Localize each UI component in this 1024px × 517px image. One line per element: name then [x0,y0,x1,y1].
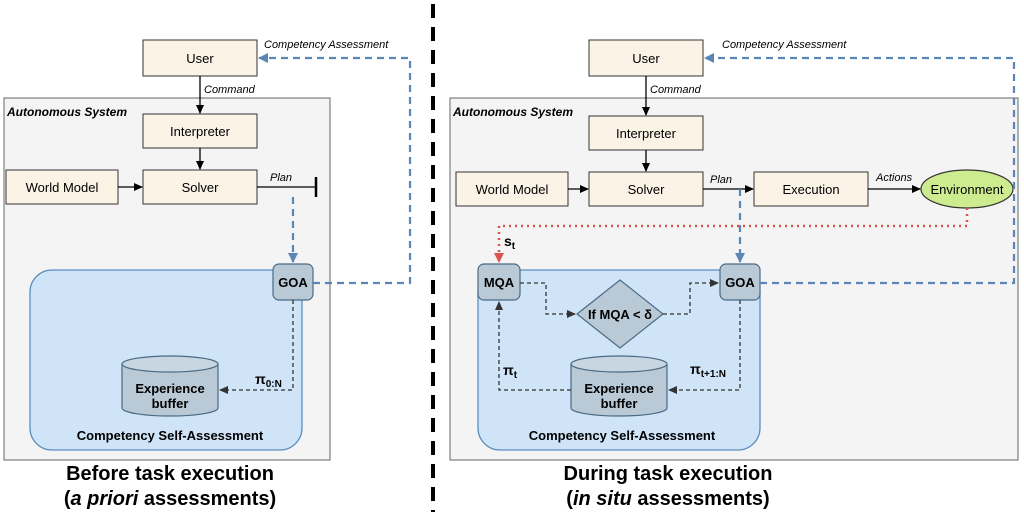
left-solver-label: Solver [182,180,220,195]
right-experience-label-1: Experience [584,381,653,396]
right-plan-label: Plan [710,174,732,186]
right-mqa-label: MQA [484,275,515,290]
right-decision-diamond [576,279,664,349]
right-experience-buffer: Experience buffer [570,355,668,417]
left-competency-assessment-label: Competency Assessment [264,39,389,51]
right-actions-label: Actions [875,172,913,184]
left-user-label: User [186,51,214,66]
left-solver-box [142,169,258,205]
right-system-title: Autonomous System [452,105,573,119]
right-environment-label: Environment [931,182,1004,197]
left-interpreter-label: Interpreter [170,124,231,139]
right-world-model-label: World Model [476,182,549,197]
left-competency-assessment-arrow [258,53,412,285]
right-solver-label: Solver [628,182,666,197]
left-interpreter-box [142,113,258,149]
right-csa-title: Competency Self-Assessment [529,428,716,443]
right-pi-t-label: πt [503,362,518,381]
left-experience-buffer: Experience buffer [121,355,219,417]
right-interpreter-box [588,115,704,151]
right-mqa-node [477,263,521,301]
right-buffer-to-mqa-arrow [495,301,571,391]
left-csa-title: Competency Self-Assessment [77,428,264,443]
left-experience-label-2: buffer [152,396,189,411]
right-solver-box [588,171,704,207]
right-competency-assessment-arrow [704,53,1016,285]
left-goa-label: GOA [278,275,308,290]
right-state-label: st [504,233,516,252]
right-execution-label: Execution [782,182,839,197]
left-panel: Autonomous System User Interpreter World… [3,39,412,510]
left-system-title: Autonomous System [6,105,127,119]
right-mqa-to-decision-arrow [520,282,576,318]
right-goa-to-buffer-arrow [668,300,741,394]
right-caption-line2: (in situ assessments) [566,488,769,510]
left-plan-label: Plan [270,172,292,184]
left-user-box [142,39,258,77]
right-decision-to-goa-arrow [663,279,719,315]
right-state-arrow [494,208,969,263]
right-decision-label: If MQA < δ [588,307,652,322]
left-caption-line1: Before task execution [66,463,274,485]
right-panel: Autonomous System User Interpreter World… [449,39,1019,510]
left-pi-label: π0:N [255,371,282,390]
right-goa-label: GOA [725,275,755,290]
right-pi-t1-label: πt+1:N [690,361,726,380]
right-user-label: User [632,51,660,66]
left-experience-label-1: Experience [135,381,204,396]
left-world-model-label: World Model [26,180,99,195]
right-interpreter-label: Interpreter [616,126,677,141]
left-caption-line2: (a priori assessments) [64,488,276,510]
left-command-label: Command [204,84,256,96]
left-goa-to-buffer-arrow [219,300,294,394]
right-user-box [588,39,704,77]
right-competency-assessment-label: Competency Assessment [722,39,847,51]
right-caption-line1: During task execution [564,463,773,485]
right-command-label: Command [650,84,702,96]
right-execution-box [753,171,869,207]
right-experience-label-2: buffer [601,396,638,411]
